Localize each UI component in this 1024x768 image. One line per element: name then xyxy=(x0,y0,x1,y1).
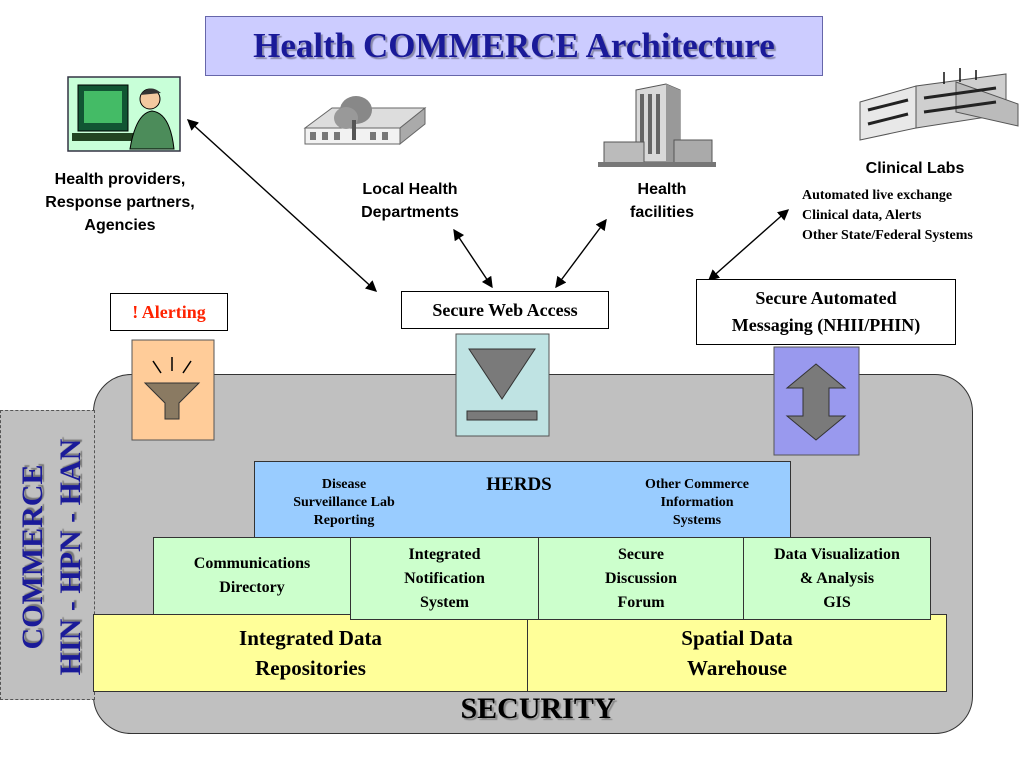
module-3-line-1: Secure xyxy=(618,545,664,563)
module-4-line-1: Data Visualization xyxy=(774,545,900,563)
module-3-line-3: Forum xyxy=(617,593,665,611)
commerce-network-panel: COMMERCE HIN - HPN - HAN xyxy=(0,410,95,700)
clinical-labs-details: Automated live exchange Clinical data, A… xyxy=(802,186,1022,246)
secure-web-access-box: Secure Web Access xyxy=(401,291,609,329)
module-1-line-1: Communications xyxy=(193,555,311,572)
providers-line-1: Health providers, xyxy=(54,171,186,188)
arrow-labs-messaging xyxy=(707,209,790,281)
alert-horn-icon xyxy=(131,339,215,441)
herds-right-line-1: Other Commerce xyxy=(644,477,750,492)
herds-title: HERDS xyxy=(486,474,552,495)
messaging-line-2: Messaging (NHII/PHIN) xyxy=(731,315,921,335)
secure-messaging-box: Secure Automated Messaging (NHII/PHIN) xyxy=(696,279,956,345)
communications-directory-module: Communications Directory xyxy=(153,537,351,615)
clinical-labs-line-1: Automated live exchange xyxy=(802,188,953,203)
commerce-network-label: COMMERCE HIN - HPN - HAN xyxy=(7,412,97,702)
spatial-data-warehouse: Spatial Data Warehouse xyxy=(527,614,947,692)
facilities-line-2: facilities xyxy=(629,204,695,221)
integrated-notification-module: Integrated Notification System xyxy=(350,537,539,620)
herds-left-line-3: Reporting xyxy=(313,513,375,528)
commerce-label-line-2: HIN - HPN - HAN xyxy=(54,438,87,676)
herds-right-line-2: Information xyxy=(660,495,734,510)
secure-discussion-forum-module: Secure Discussion Forum xyxy=(538,537,744,620)
providers-line-2: Response partners, xyxy=(45,194,195,211)
clinical-labs-title: Clinical Labs xyxy=(865,160,965,177)
alerting-box: ! Alerting xyxy=(110,293,228,331)
module-2-line-3: System xyxy=(420,593,469,611)
herds-other-label: Other Commerce Information Systems xyxy=(627,476,767,530)
repo-right-line-1: Spatial Data xyxy=(681,626,793,650)
providers-label: Health providers, Response partners, Age… xyxy=(20,168,220,237)
computer-user-icon xyxy=(67,76,181,152)
laboratory-complex-icon xyxy=(859,68,1019,141)
repo-right-line-2: Warehouse xyxy=(687,656,787,680)
herds-left-line-2: Surveillance Lab xyxy=(293,495,395,510)
clinical-labs-line-3: Other State/Federal Systems xyxy=(802,228,973,243)
integrated-data-repositories: Integrated Data Repositories xyxy=(93,614,528,692)
messaging-line-1: Secure Automated xyxy=(755,288,897,308)
local-health-line-2: Departments xyxy=(361,204,459,221)
module-2-line-1: Integrated xyxy=(408,545,481,563)
data-visualization-module: Data Visualization & Analysis GIS xyxy=(743,537,931,620)
module-3-line-2: Discussion xyxy=(604,569,678,587)
repo-left-line-2: Repositories xyxy=(255,656,366,680)
herds-left-line-1: Disease xyxy=(321,477,367,492)
facilities-line-1: Health xyxy=(637,181,687,198)
arrow-facilities-web xyxy=(555,218,607,289)
repo-left-line-1: Integrated Data xyxy=(239,626,382,650)
download-triangle-icon xyxy=(455,333,550,437)
page-title: Health COMMERCE Architecture xyxy=(205,16,823,76)
module-1-line-2: Directory xyxy=(219,579,285,596)
clinical-labs-line-2: Clinical data, Alerts xyxy=(802,208,922,223)
double-arrow-icon xyxy=(773,346,860,456)
local-health-label: Local Health Departments xyxy=(335,178,485,224)
commerce-label-line-1: COMMERCE xyxy=(16,464,49,650)
herds-right-line-3: Systems xyxy=(672,513,722,528)
herds-box: Disease Surveillance Lab Reporting HERDS… xyxy=(254,461,791,541)
health-facilities-label: Health facilities xyxy=(612,178,712,224)
providers-line-3: Agencies xyxy=(84,217,156,234)
hospital-tower-icon xyxy=(598,83,716,167)
module-4-line-3: GIS xyxy=(823,593,851,611)
module-2-line-2: Notification xyxy=(404,569,485,587)
local-health-line-1: Local Health xyxy=(362,181,458,198)
arrow-local-web xyxy=(453,228,493,289)
module-4-line-2: & Analysis xyxy=(799,569,875,587)
security-label: SECURITY xyxy=(460,692,616,725)
herds-disease-label: Disease Surveillance Lab Reporting xyxy=(255,476,433,530)
arrow-providers-web xyxy=(186,119,378,292)
